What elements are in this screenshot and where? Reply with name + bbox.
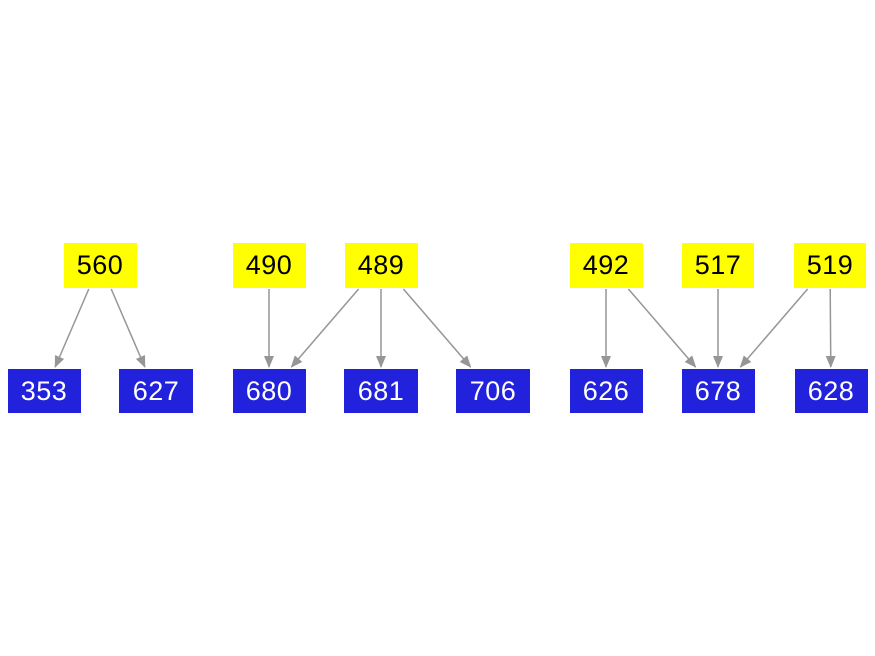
node-626: 626 [569, 369, 643, 413]
node-490: 490 [232, 243, 306, 288]
node-519: 519 [794, 243, 866, 288]
node-517: 517 [682, 243, 754, 288]
node-492: 492 [569, 243, 643, 288]
node-706: 706 [456, 369, 530, 413]
node-678: 678 [681, 369, 755, 413]
node-680: 680 [232, 369, 306, 413]
node-627: 627 [119, 369, 193, 413]
node-489: 489 [344, 243, 418, 288]
node-353: 353 [7, 369, 81, 413]
node-560: 560 [63, 243, 137, 288]
node-628: 628 [794, 369, 868, 413]
node-681: 681 [344, 369, 418, 413]
